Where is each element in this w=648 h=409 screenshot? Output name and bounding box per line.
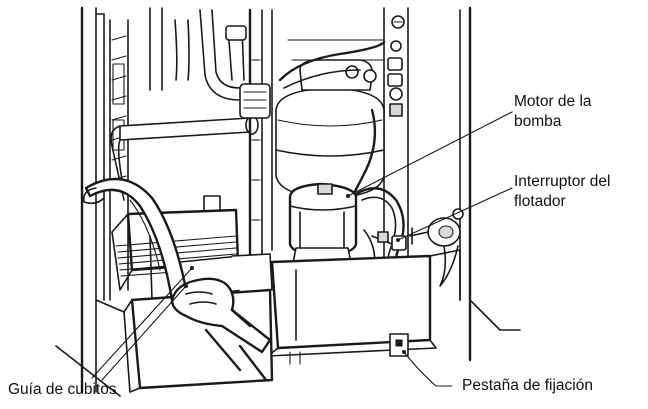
float-assembly (409, 208, 464, 287)
leader-cube-guide-2 (101, 285, 187, 381)
label-pump-motor-line2: bomba (514, 113, 562, 130)
leader-pump-motor (347, 111, 513, 197)
floor-lines (55, 299, 521, 397)
label-float-switch-line1: Interruptor del (514, 173, 611, 190)
upper-tubes (149, 7, 247, 101)
leader-float-switch (397, 187, 513, 241)
leader-cube-guide-1 (91, 267, 193, 379)
callout-lines (91, 111, 513, 387)
hand (170, 277, 272, 382)
leader-locking-tab (403, 351, 453, 387)
cabinet-frame (80, 6, 472, 394)
water-reservoir (261, 249, 461, 365)
label-pump-motor-line1: Motor de la (514, 93, 592, 110)
label-locking-tab: Pestaña de fijación (462, 377, 593, 394)
label-float-switch-line2: flotador (514, 193, 566, 210)
control-panel (287, 7, 409, 301)
compressor (275, 59, 385, 199)
center-rail (239, 8, 273, 262)
label-cube-guide: Guía de cubitos (8, 381, 117, 398)
